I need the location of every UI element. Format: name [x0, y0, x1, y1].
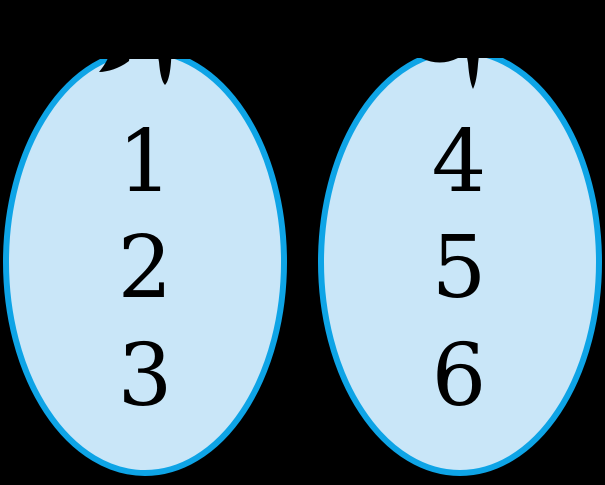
left-set-element-3: 3: [117, 326, 173, 426]
left-set-label-glyph-fragment: [86, 0, 197, 85]
left-label-glyph-body: [86, 0, 197, 59]
right-set-element-2: 5: [431, 218, 487, 318]
left-set-element-1: 1: [117, 112, 173, 212]
left-label-glyph-tip-stem: [156, 46, 172, 85]
right-set-element-3: 6: [431, 326, 487, 426]
right-set-element-1: 4: [431, 112, 487, 212]
left-label-glyph-tip-diagonal: [99, 46, 131, 72]
left-set-element-2: 2: [117, 218, 173, 318]
right-set-label-glyph-fragment: [403, 0, 512, 89]
right-label-glyph-tip-stem: [465, 46, 480, 89]
right-label-glyph-body: [403, 0, 512, 58]
right-label-glyph-tip-curve: [421, 54, 458, 63]
